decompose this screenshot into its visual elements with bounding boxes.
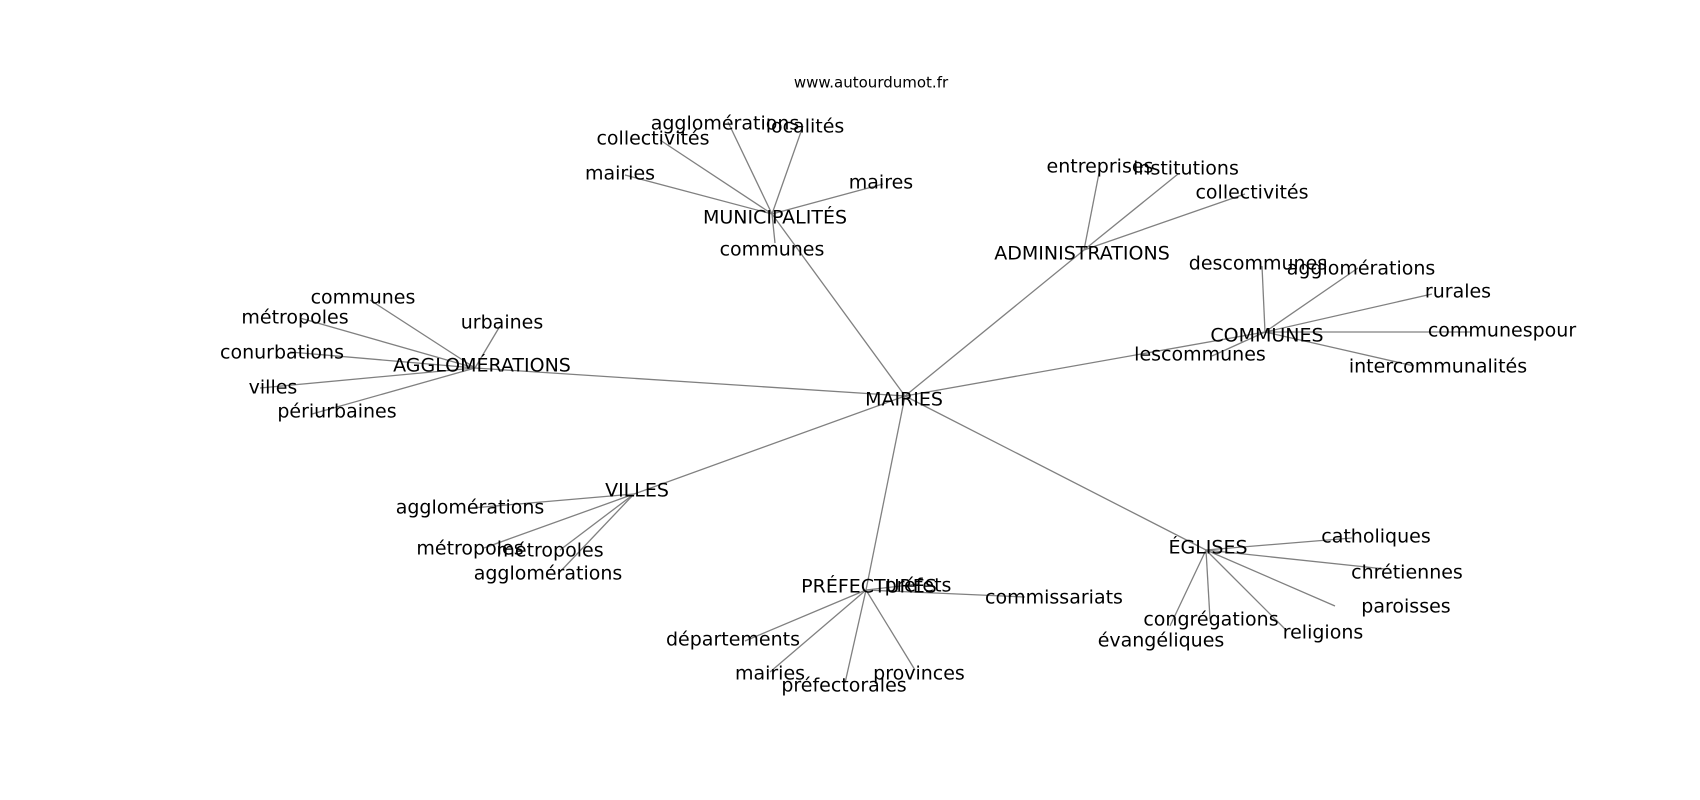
- edge-hub-to-leaf: [1169, 549, 1207, 627]
- edge-hub-to-leaf: [1264, 293, 1433, 333]
- leaf-node-label: communes: [311, 287, 416, 309]
- leaf-node-label: agglomérations: [651, 113, 800, 135]
- edge-center-to-hub: [865, 395, 906, 591]
- edge-hub-to-leaf: [865, 583, 919, 591]
- leaf-node-label: préfectorales: [781, 675, 906, 697]
- leaf-node-label: communespour: [1428, 320, 1576, 342]
- leaf-node-label: lescommunes: [1134, 344, 1266, 366]
- edge-hub-to-leaf: [1264, 267, 1359, 333]
- leaf-node-label: provinces: [873, 663, 965, 685]
- leaf-node-label: départements: [666, 629, 800, 651]
- leaf-node-label: urbaines: [461, 312, 543, 334]
- edge-hub-to-leaf: [289, 351, 476, 369]
- leaf-node-label: commissariats: [985, 587, 1123, 609]
- edge-hub-to-leaf: [259, 367, 476, 389]
- edge-hub-to-leaf: [727, 121, 773, 215]
- leaf-node-label: intercommunalités: [1349, 356, 1527, 378]
- edge-hub-to-leaf: [1205, 549, 1386, 570]
- leaf-node-label: évangéliques: [1098, 630, 1225, 652]
- edge-hub-to-leaf: [1264, 331, 1415, 367]
- leaf-node-label: religions: [1283, 622, 1364, 644]
- leaf-node-label: mairies: [585, 163, 655, 185]
- leaf-node-label: agglomérations: [474, 563, 623, 585]
- edge-hub-to-leaf: [865, 589, 1026, 598]
- leaf-node-label: congrégations: [1143, 609, 1278, 631]
- labels-layer: MAIRIESMUNICIPALITÉSagglomérationslocali…: [220, 113, 1576, 697]
- edge-hub-to-leaf: [1083, 193, 1246, 251]
- edge-hub-to-leaf: [1205, 549, 1336, 607]
- edges-layer: [259, 121, 1470, 684]
- leaf-node-label: préfets: [885, 575, 952, 597]
- edge-hub-to-leaf: [769, 589, 867, 673]
- edge-hub-to-leaf: [474, 325, 501, 369]
- edge-hub-to-leaf: [744, 589, 867, 642]
- edge-hub-to-leaf: [1083, 173, 1179, 251]
- hub-node-label: COMMUNES: [1210, 325, 1323, 347]
- hub-node-label: ÉGLISES: [1168, 536, 1247, 559]
- leaf-node-label: métropoles: [241, 307, 348, 329]
- edge-hub-to-leaf: [559, 493, 635, 551]
- leaf-node-label: catholiques: [1321, 526, 1430, 548]
- leaf-node-label: agglomérations: [1287, 258, 1436, 280]
- hub-node-label: ADMINISTRATIONS: [994, 243, 1170, 265]
- edge-hub-to-leaf: [1261, 265, 1266, 333]
- hub-node-label: VILLES: [605, 480, 669, 502]
- leaf-node-label: périurbaines: [277, 401, 396, 423]
- edge-hub-to-leaf: [865, 589, 916, 671]
- edge-hub-to-leaf: [311, 367, 476, 415]
- leaf-node-label: localités: [766, 116, 845, 138]
- edge-hub-to-leaf: [659, 139, 773, 215]
- edge-hub-to-leaf: [1205, 549, 1211, 620]
- leaf-node-label: métropoles: [496, 540, 603, 562]
- leaf-node-label: entreprises: [1047, 156, 1154, 178]
- edge-hub-to-leaf: [624, 174, 773, 215]
- hub-node-label: MUNICIPALITÉS: [703, 206, 847, 229]
- edge-hub-to-leaf: [771, 213, 776, 244]
- edge-hub-to-leaf: [844, 589, 867, 684]
- leaf-node-label: collectivités: [596, 128, 709, 150]
- edge-center-to-hub: [474, 367, 906, 397]
- edge-hub-to-leaf: [483, 493, 635, 549]
- edge-hub-to-leaf: [771, 125, 804, 215]
- edge-center-to-hub: [904, 395, 1207, 551]
- edge-hub-to-leaf: [369, 299, 476, 369]
- leaf-node-label: collectivités: [1195, 182, 1308, 204]
- leaf-node-label: descommunes: [1189, 253, 1327, 275]
- site-watermark: www.autourdumot.fr: [794, 74, 949, 92]
- leaf-node-label: villes: [249, 377, 298, 399]
- leaf-node-label: paroisses: [1361, 596, 1450, 618]
- leaf-node-label: institutions: [1133, 158, 1239, 180]
- edge-hub-to-leaf: [299, 317, 476, 369]
- edge-center-to-hub: [633, 395, 906, 495]
- edge-hub-to-leaf: [557, 493, 635, 575]
- leaf-node-label: métropoles: [416, 538, 523, 560]
- hub-node-label: PRÉFECTURES: [801, 575, 937, 598]
- edge-hub-to-leaf: [471, 493, 635, 509]
- edge-hub-to-leaf: [1083, 167, 1101, 251]
- leaf-node-label: conurbations: [220, 342, 344, 364]
- hub-node-label: AGGLOMÉRATIONS: [393, 354, 571, 377]
- edge-hub-to-leaf: [771, 183, 884, 215]
- leaf-node-label: communes: [720, 239, 825, 261]
- leaf-node-label: maires: [849, 172, 913, 194]
- leaf-node-label: rurales: [1425, 281, 1491, 303]
- leaf-node-label: agglomérations: [396, 497, 545, 519]
- edge-hub-to-leaf: [1205, 549, 1287, 631]
- edge-center-to-hub: [904, 249, 1085, 397]
- edge-hub-to-leaf: [1211, 331, 1266, 357]
- edge-center-to-hub: [904, 331, 1266, 397]
- edge-center-to-hub: [771, 213, 906, 397]
- edge-hub-to-leaf: [1205, 537, 1353, 551]
- center-node-label: MAIRIES: [865, 389, 943, 411]
- leaf-node-label: mairies: [735, 663, 805, 685]
- leaf-node-label: chrétiennes: [1351, 562, 1463, 584]
